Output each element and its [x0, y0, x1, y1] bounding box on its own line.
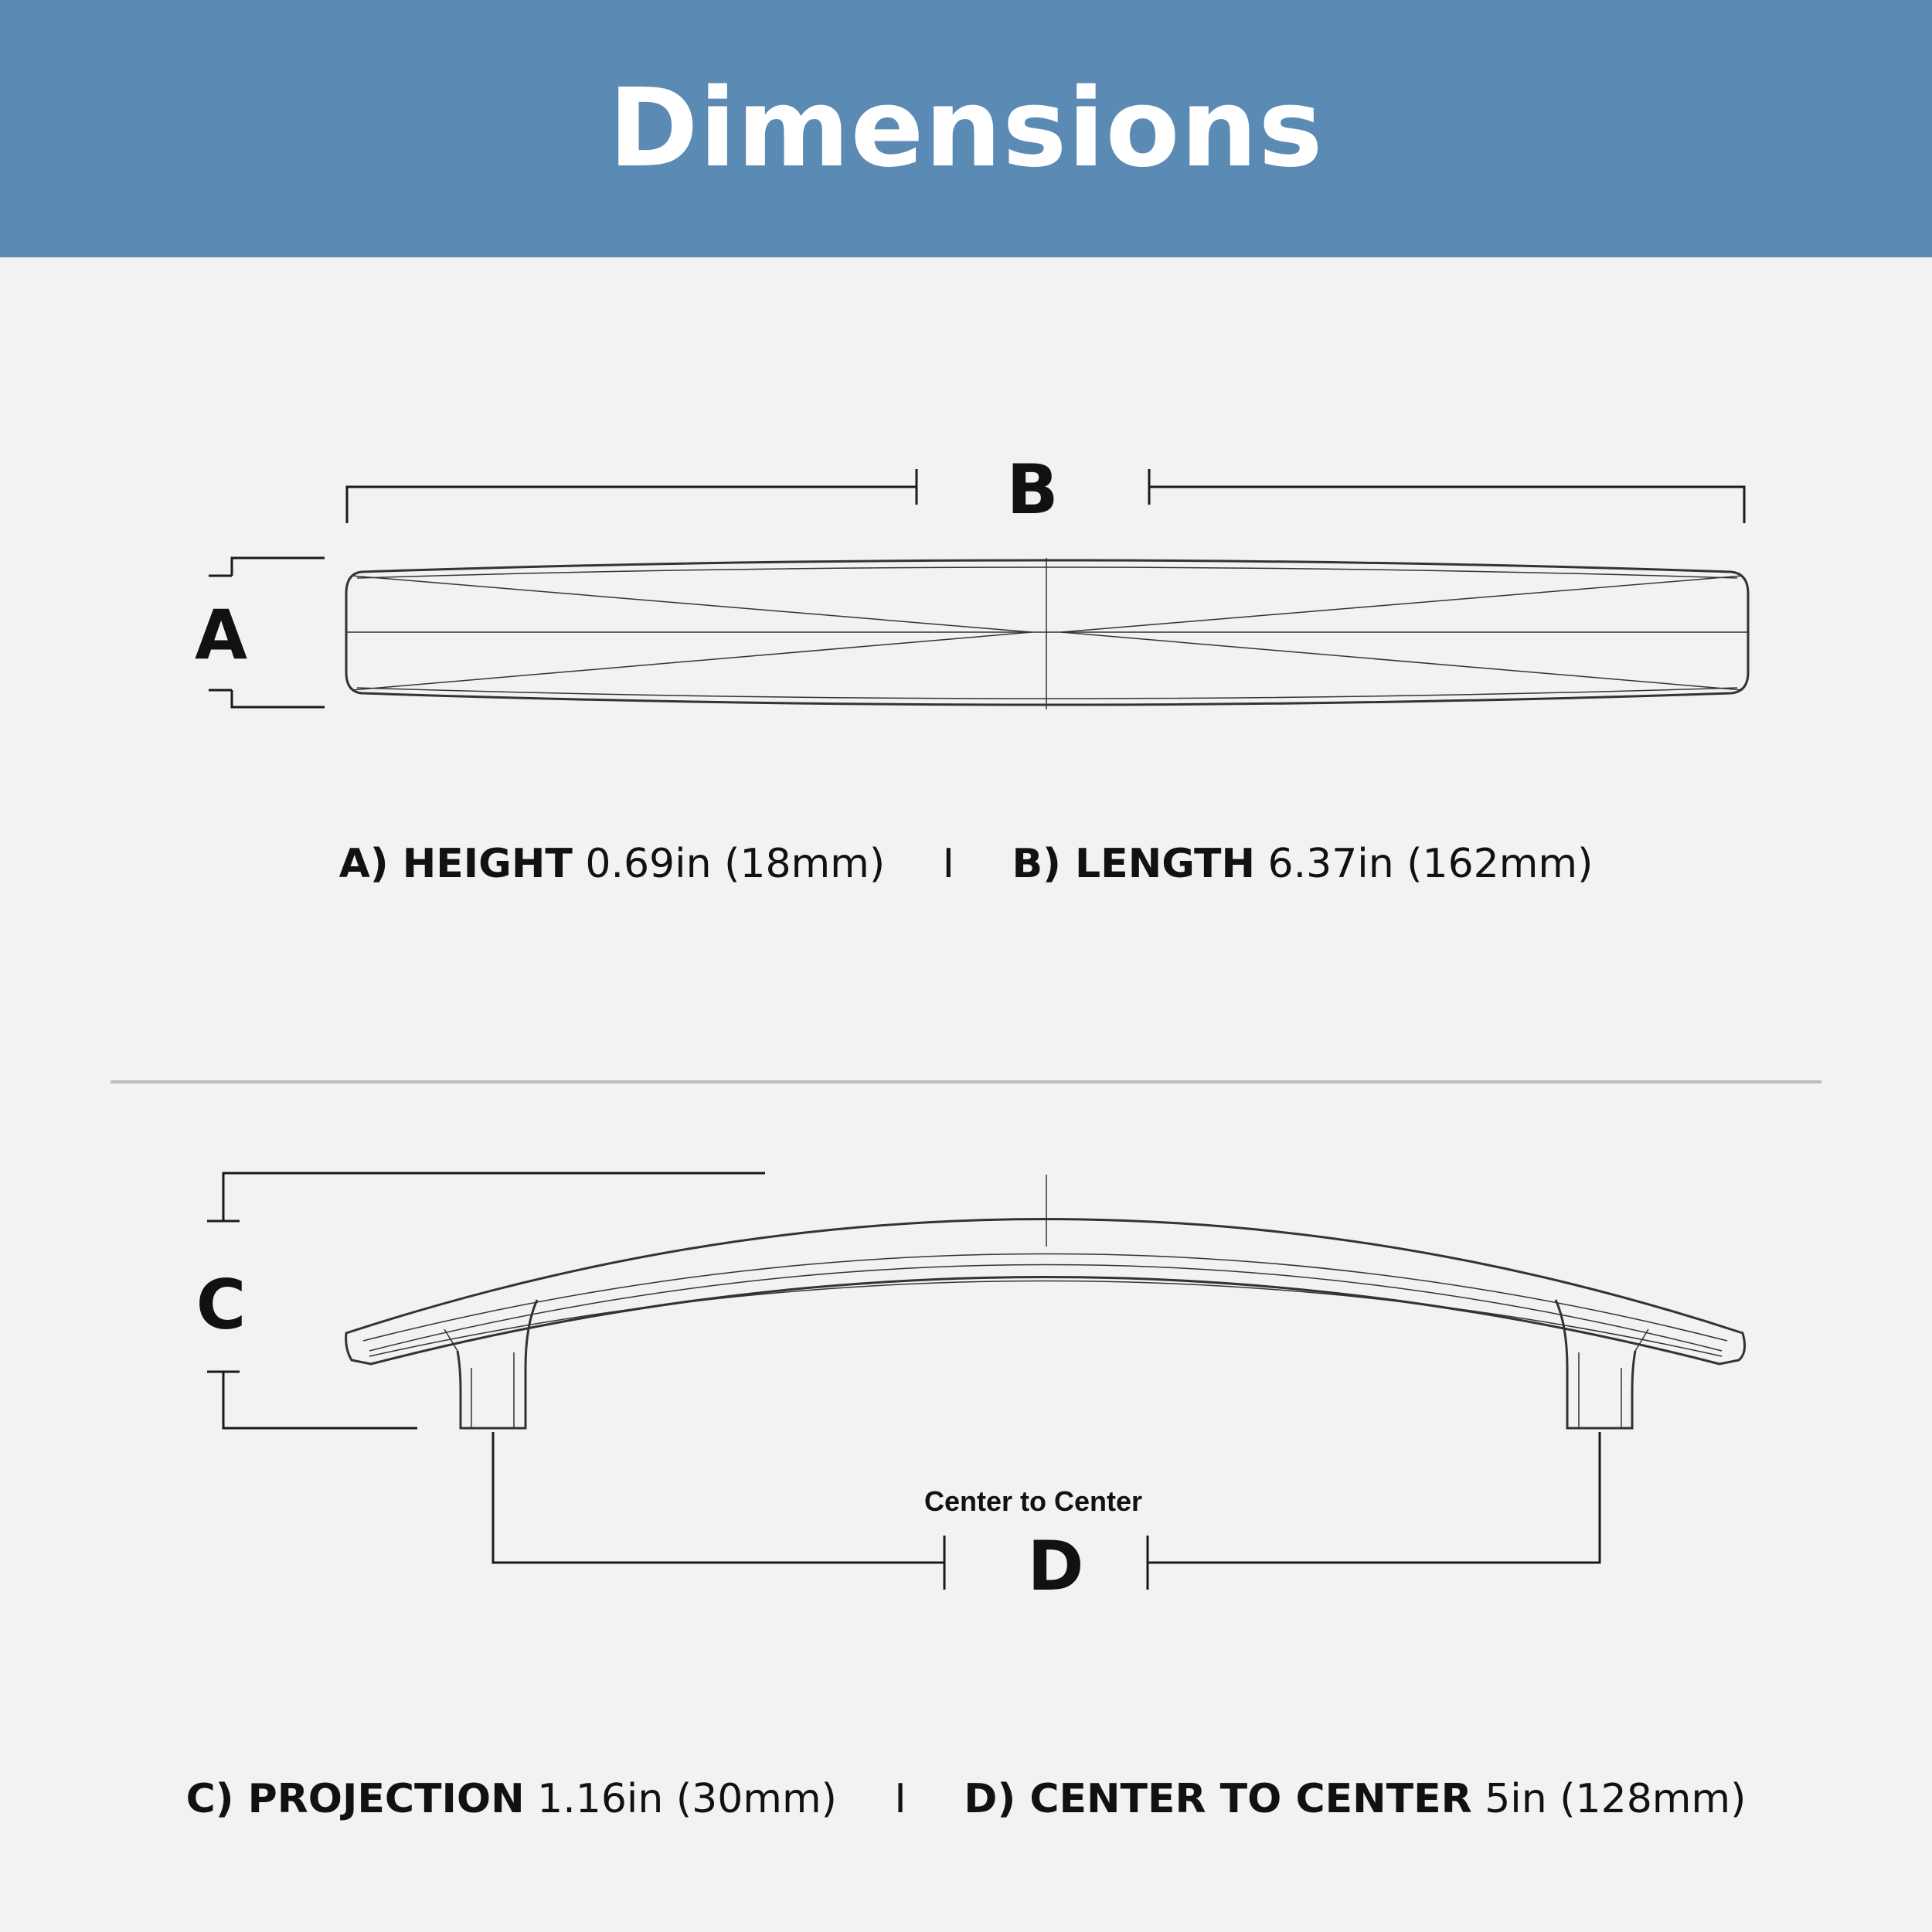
- dimension-a-label: A: [194, 595, 248, 675]
- handle-side-view: [345, 1175, 1747, 1430]
- spec-separator: I: [894, 1776, 906, 1822]
- specs-top-row: A) HEIGHT 0.69in (18mm) I B) LENGTH 6.37…: [0, 841, 1932, 887]
- dimension-c-label: C: [196, 1265, 247, 1345]
- specs-bottom-row: C) PROJECTION 1.16in (30mm) I D) CENTER …: [0, 1776, 1932, 1822]
- page-title: Dimensions: [608, 66, 1324, 192]
- dimension-a-lines: [209, 556, 325, 709]
- dimension-c-lines: [207, 1172, 765, 1430]
- center-to-center-value: 5in (128mm): [1485, 1776, 1747, 1822]
- height-value: 0.69in (18mm): [585, 841, 886, 887]
- projection-label: C) PROJECTION: [185, 1776, 525, 1822]
- dimension-d-lines: [492, 1432, 1601, 1590]
- dimension-b-lines: [345, 469, 1746, 523]
- spec-separator: I: [942, 841, 954, 887]
- center-to-center-caption: Center to Center: [924, 1485, 1143, 1517]
- length-value: 6.37in (162mm): [1267, 841, 1594, 887]
- center-to-center-label: D) CENTER TO CENTER: [964, 1776, 1472, 1822]
- handle-top-view: [345, 558, 1750, 709]
- dimension-d-label: D: [1027, 1526, 1084, 1606]
- dimension-b-label: B: [1006, 450, 1059, 529]
- header-banner: [0, 0, 1932, 257]
- height-label: A) HEIGHT: [338, 841, 573, 887]
- length-label: B) LENGTH: [1012, 841, 1255, 887]
- projection-value: 1.16in (30mm): [537, 1776, 837, 1822]
